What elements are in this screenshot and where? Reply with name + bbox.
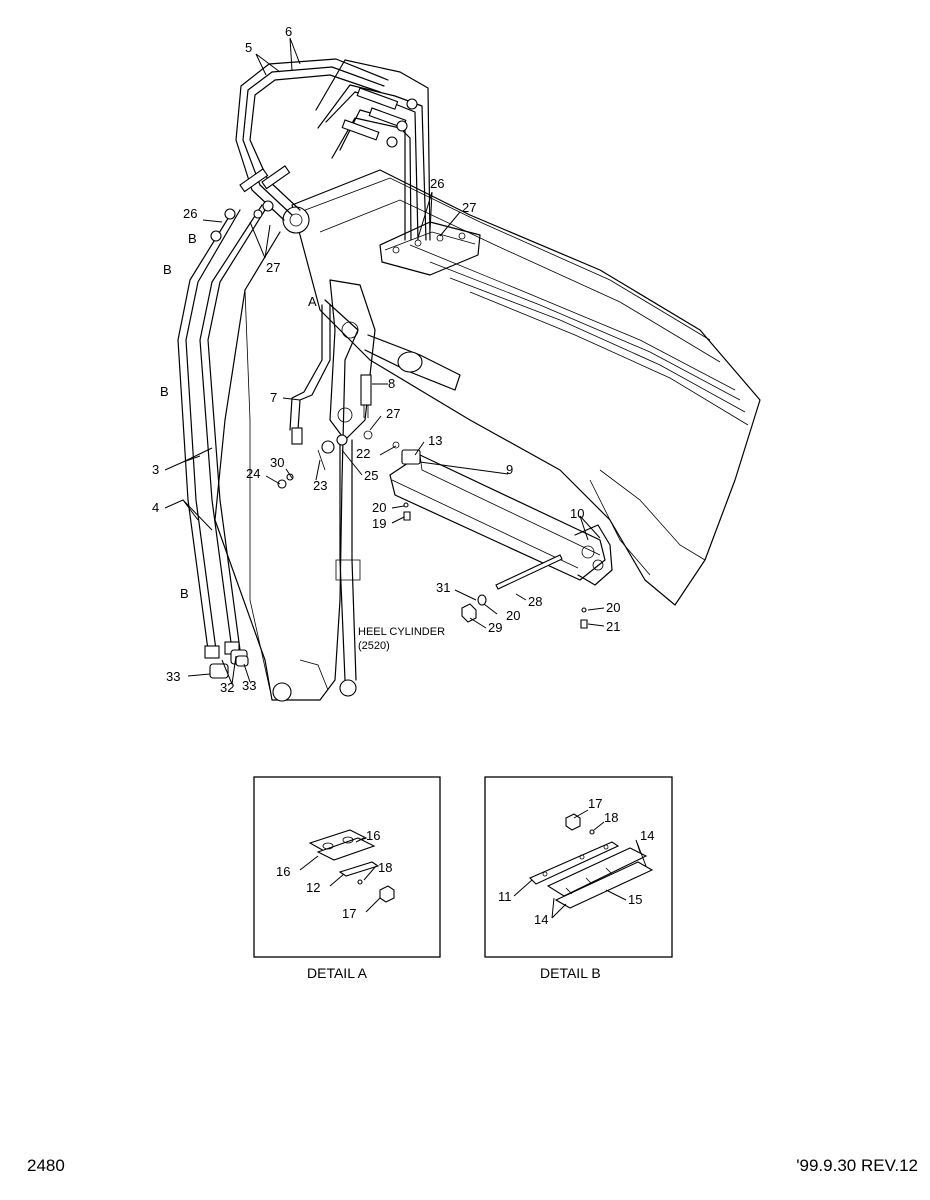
label-26: 26 — [183, 206, 197, 221]
label-27: 27 — [266, 260, 280, 275]
label-31: 31 — [436, 580, 450, 595]
detail-b-label-18: 18 — [604, 810, 618, 825]
hose-bundle-top — [235, 58, 481, 276]
detail-a: 16 16 18 12 17 — [253, 776, 441, 958]
detail-b-title: DETAIL B — [540, 965, 601, 981]
label-3: 3 — [152, 462, 159, 477]
detail-a-label-18: 18 — [378, 860, 392, 875]
heel-cylinder-number: (2520) — [358, 640, 390, 652]
detail-a-label-12: 12 — [306, 880, 320, 895]
label-33: 33 — [242, 678, 256, 693]
label-B: B — [188, 231, 197, 246]
revision-date: '99.9.30 REV.12 — [796, 1156, 918, 1175]
hose-guard — [389, 449, 613, 629]
label-6: 6 — [285, 24, 292, 39]
detail-a-title: DETAIL A — [307, 965, 368, 981]
detail-a-label-16: 16 — [366, 828, 380, 843]
label-7: 7 — [270, 390, 277, 405]
label-21: 21 — [606, 619, 620, 634]
label-23: 23 — [313, 478, 327, 493]
label-19: 19 — [372, 516, 386, 531]
label-9: 9 — [506, 462, 513, 477]
label-13: 13 — [428, 433, 442, 448]
boom-body — [214, 169, 761, 702]
label-B: B — [160, 384, 169, 399]
label-26: 26 — [430, 176, 444, 191]
label-25: 25 — [364, 468, 378, 483]
detail-b-label-17: 17 — [588, 796, 602, 811]
label-20: 20 — [372, 500, 386, 515]
page-number: 2480 — [27, 1156, 65, 1175]
label-22: 22 — [356, 446, 370, 461]
label-10: 10 — [570, 506, 584, 521]
label-28: 28 — [528, 594, 542, 609]
label-27: 27 — [462, 200, 476, 215]
label-B: B — [163, 262, 172, 277]
detail-b-label-14: 14 — [640, 828, 654, 843]
label-20: 20 — [506, 608, 520, 623]
label-8: 8 — [388, 376, 395, 391]
label-33: 33 — [166, 669, 180, 684]
label-30: 30 — [270, 455, 284, 470]
detail-a-label-16: 16 — [276, 864, 290, 879]
label-32: 32 — [220, 680, 234, 695]
label-29: 29 — [488, 620, 502, 635]
leader-lines — [164, 37, 605, 685]
detail-a-label-17: 17 — [342, 906, 356, 921]
detail-b-label-11: 11 — [498, 889, 512, 904]
detail-b: 17 18 14 11 15 14 — [484, 776, 673, 958]
label-27: 27 — [386, 406, 400, 421]
label-B: B — [180, 586, 189, 601]
label-24: 24 — [246, 466, 260, 481]
detail-b-label-14: 14 — [534, 912, 548, 927]
part-labels: 5 6 26 B B 27 26 27 A B 8 7 27 13 22 30 … — [152, 24, 620, 695]
label-4: 4 — [152, 500, 159, 515]
label-20: 20 — [606, 600, 620, 615]
label-A: A — [308, 294, 317, 309]
label-5: 5 — [245, 40, 252, 55]
detail-a-frame — [253, 776, 441, 958]
detail-b-label-15: 15 — [628, 892, 642, 907]
heel-cylinder-label: HEEL CYLINDER — [358, 626, 445, 638]
hose-bundle-left — [177, 165, 400, 679]
